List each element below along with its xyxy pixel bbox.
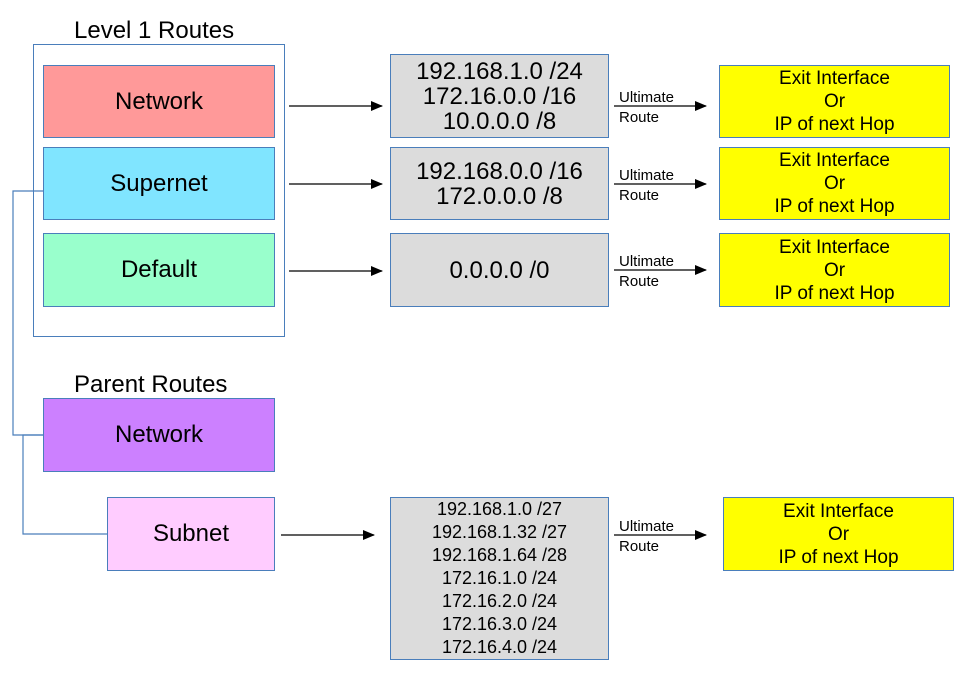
route-item: 192.168.1.64 /28 [431,545,568,565]
route-item: 172.16.3.0 /24 [441,614,558,634]
exit-hop-box-3: Exit Interface Or IP of next Hop [719,233,950,307]
parent-subnet-label: Subnet [152,520,230,547]
exit-hop-box-2: Exit Interface Or IP of next Hop [719,147,950,220]
category-default-label: Default [120,256,198,283]
routes-default: 0.0.0.0 /0 [390,233,609,307]
route-item: 172.0.0.0 /8 [436,182,563,210]
category-network-label: Network [114,87,204,115]
category-supernet: Supernet [43,147,275,220]
route-item: 172.16.0.0 /16 [422,82,577,110]
route-item: 172.16.1.0 /24 [441,568,558,588]
category-supernet-label: Supernet [110,169,208,197]
routes-subnet: 192.168.1.0 /27 192.168.1.32 /27 192.168… [390,497,609,660]
parent-network: Network [43,398,275,472]
route-item: 192.168.0.0 /16 [416,157,583,185]
parent-title: Parent Routes [74,371,228,398]
exit-hop-box-4: Exit Interface Or IP of next Hop [723,497,954,571]
route-item: 172.16.4.0 /24 [441,637,558,657]
level1-title: Level 1 Routes [74,17,235,44]
route-item: 172.16.2.0 /24 [441,591,558,611]
route-item: 192.168.1.0 /24 [416,57,583,85]
level1-group-frame [33,44,285,337]
parent-network-label: Network [114,421,204,448]
category-default: Default [43,233,275,307]
exit-hop-box-1: Exit Interface Or IP of next Hop [719,65,950,138]
route-item: 0.0.0.0 /0 [449,256,550,284]
routes-supernet: 192.168.0.0 /16 172.0.0.0 /8 [390,147,609,220]
routes-network: 192.168.1.0 /24 172.16.0.0 /16 10.0.0.0 … [390,54,609,138]
route-item: 192.168.1.0 /27 [436,499,563,519]
category-network: Network [43,65,275,138]
route-item: 10.0.0.0 /8 [442,107,557,135]
bracket-parent-subnet [22,434,107,535]
parent-subnet: Subnet [107,497,275,571]
route-item: 192.168.1.32 /27 [431,522,568,542]
